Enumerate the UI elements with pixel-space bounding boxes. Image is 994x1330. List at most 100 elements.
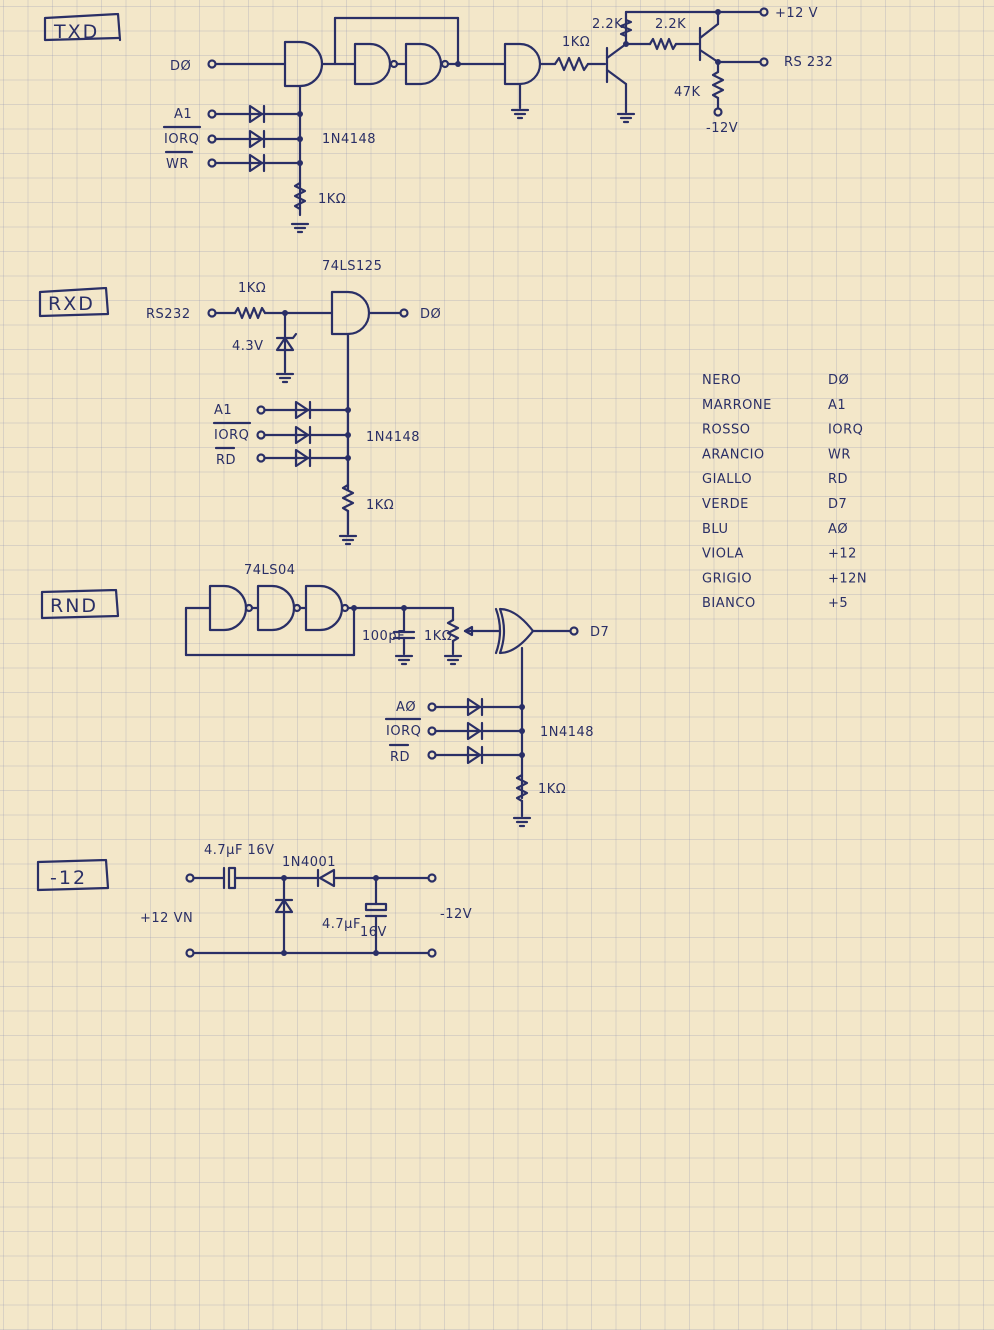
rxd-label-diode: 1N4148 (366, 430, 420, 445)
legend-signal-2: IORQ (828, 423, 863, 438)
txd-gate-3 (503, 42, 542, 86)
txd-label-iorq: IORQ (164, 132, 199, 147)
legend-color-3: ARANCIO (702, 447, 765, 462)
rnd-potentiometer (446, 618, 460, 643)
legend-signal-9: +5 (828, 596, 848, 611)
txd-r47 (711, 70, 725, 100)
rxd-diode-iorq (256, 425, 351, 445)
legend-color-5: VERDE (702, 497, 749, 512)
txd-label-r22a: 2.2K (592, 17, 623, 32)
rxd-section: RXD 74LS125 1KΩ RS232 4.3V DØ A1 (38, 259, 441, 546)
txd-label-r22b: 2.2K (655, 17, 686, 32)
txd-collector-resistor (619, 18, 633, 38)
legend-color-8: GRIGIO (702, 571, 752, 586)
txd-nand-2 (404, 42, 443, 86)
legend-signal-7: +12 (828, 547, 857, 562)
txd-label-a1: A1 (174, 107, 192, 122)
rxd-buffer-gate (330, 290, 371, 336)
rnd-pull-resistor (515, 773, 529, 803)
txd-label-p12: +12 V (775, 6, 818, 21)
legend-signal-6: AØ (828, 522, 848, 537)
rnd-section: RND 74LS04 100pF 1KΩ D7 (40, 563, 609, 828)
rxd-label-r-in: 1KΩ (238, 281, 266, 296)
legend-color-6: BLU (702, 522, 729, 537)
rxd-label-zener: 4.3V (232, 339, 264, 354)
rnd-inverter-1 (208, 584, 248, 632)
rxd-label-rd: RD (216, 453, 236, 468)
txd-label-r-base: 1KΩ (562, 35, 590, 50)
rnd-inverter-2 (256, 584, 296, 632)
legend-color-1: MARRONE (702, 398, 772, 413)
legend-signal-3: WR (828, 447, 851, 462)
rxd-label-r-pull: 1KΩ (366, 498, 394, 513)
rnd-inverter-3 (304, 584, 344, 632)
rnd-label-chip: 74LS04 (244, 563, 296, 578)
rnd-label-cap: 100pF (362, 629, 405, 644)
rnd-diode-iorq (427, 721, 525, 741)
legend-color-2: ROSSO (702, 423, 751, 438)
rnd-title: RND (50, 595, 98, 617)
legend-signal-8: +12N (828, 571, 867, 586)
m12-label-out: -12V (440, 907, 472, 922)
rxd-label-chip: 74LS125 (322, 259, 382, 274)
txd-label-m12: -12V (706, 121, 738, 136)
m12-label-cap2b: 16V (360, 925, 387, 940)
txd-nand-1 (353, 42, 392, 86)
m12-label-cap1: 4.7µF 16V (204, 843, 275, 858)
rnd-label-rd: RD (390, 750, 410, 765)
rnd-label-a0: AØ (396, 700, 416, 715)
m12-diode-shunt (274, 898, 294, 914)
txd-label-r47: 47K (674, 85, 701, 100)
rxd-label-iorq: IORQ (214, 428, 249, 443)
txd-diode-a1 (207, 104, 303, 124)
txd-title: TXD (53, 21, 99, 43)
legend-color-4: GIALLO (702, 472, 752, 487)
txd-diode-wr (207, 153, 303, 173)
m12-label-cap2a: 4.7µF (322, 917, 361, 932)
txd-r22b (648, 37, 678, 51)
rxd-zener-diode (275, 332, 298, 352)
rnd-label-r-pull: 1KΩ (538, 782, 566, 797)
rxd-label-a1: A1 (214, 403, 232, 418)
m12-label-in: +12 VN (140, 911, 193, 926)
txd-section: TXD DØ 1KΩ 2.2K (43, 6, 833, 234)
rnd-or-gate (494, 607, 535, 655)
legend-signal-0: DØ (828, 373, 849, 388)
txd-label-d0: DØ (170, 59, 191, 74)
m12-title: -12 (50, 867, 87, 889)
legend-color-7: VIOLA (702, 547, 744, 562)
rnd-diode-a0 (427, 697, 525, 717)
m12-capacitor-2 (364, 902, 388, 912)
txd-label-r-pull: 1KΩ (318, 192, 346, 207)
rxd-label-in: RS232 (146, 307, 191, 322)
legend-signal-5: D7 (828, 497, 847, 512)
txd-base-resistor (553, 56, 590, 72)
rxd-pull-resistor (341, 483, 355, 513)
rxd-diode-rd (256, 448, 351, 468)
m12-diode-1n4001 (316, 868, 336, 888)
rxd-diode-a1 (256, 400, 351, 420)
rxd-title: RXD (48, 293, 95, 315)
rxd-label-out: DØ (420, 307, 441, 322)
rnd-label-out: D7 (590, 625, 609, 640)
legend-signal-1: A1 (828, 398, 846, 413)
txd-diode-iorq (207, 129, 303, 149)
txd-label-wr: WR (166, 157, 189, 172)
rnd-label-iorq: IORQ (386, 724, 421, 739)
txd-pull-resistor (293, 181, 307, 211)
legend-signal-4: RD (828, 472, 848, 487)
rxd-input-resistor (233, 306, 267, 320)
txd-label-out: RS 232 (784, 55, 833, 70)
rnd-label-pot: 1KΩ (424, 629, 452, 644)
m12-section: -12 4.7µF 16V 1N4001 4.7µF 16V -12V +12 … (36, 843, 472, 958)
rnd-label-diode: 1N4148 (540, 725, 594, 740)
txd-and-gate (283, 40, 324, 88)
legend-color-9: BIANCO (702, 596, 756, 611)
legend-color-0: NERO (702, 373, 741, 388)
rnd-diode-rd (427, 745, 525, 765)
txd-label-diode: 1N4148 (322, 132, 376, 147)
m12-label-diode: 1N4001 (282, 855, 336, 870)
